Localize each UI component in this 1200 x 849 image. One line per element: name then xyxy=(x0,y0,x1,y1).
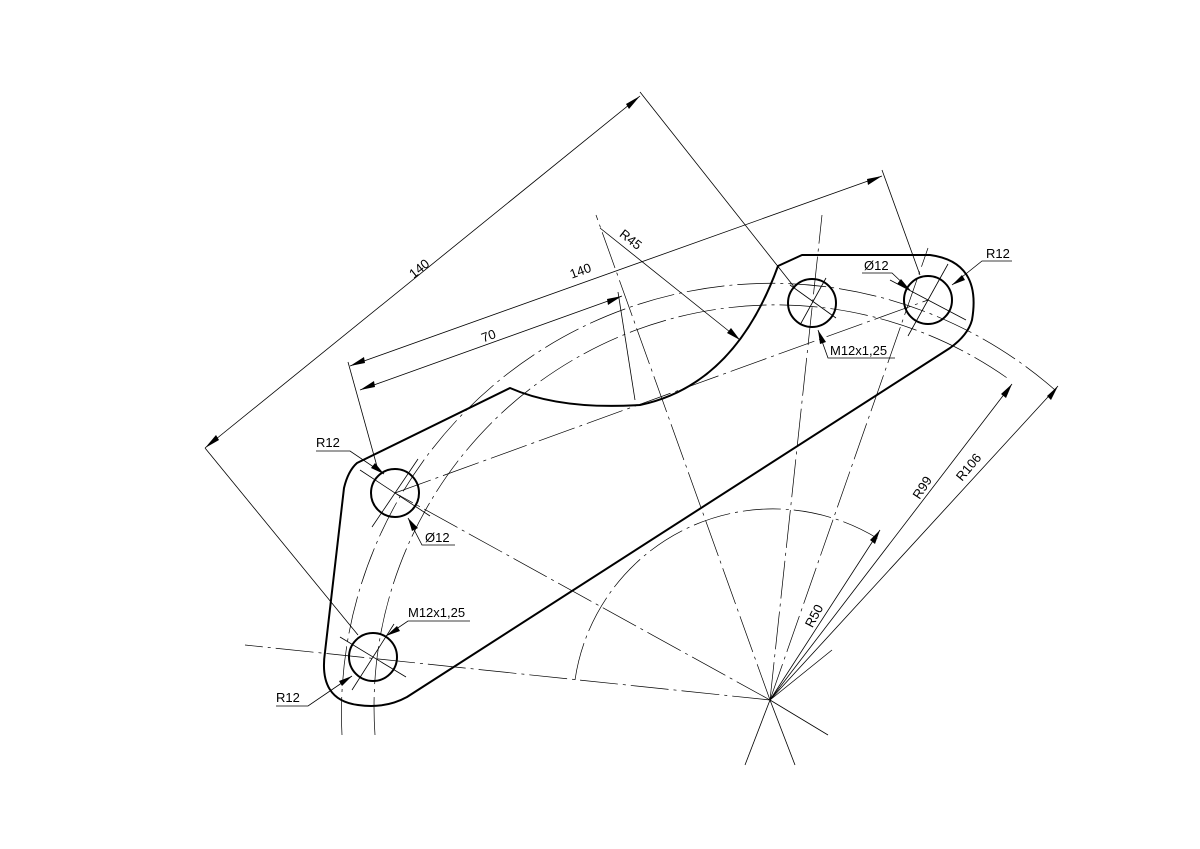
dim-70-ext-right xyxy=(617,291,636,401)
arrow xyxy=(626,96,640,109)
label-mid-arc-radius: R99 xyxy=(909,473,935,501)
arrow xyxy=(867,176,882,185)
label-half-span: 70 xyxy=(479,326,498,345)
dim-140-span-ext-right xyxy=(881,169,921,276)
dimensions xyxy=(204,91,1059,707)
part-outline xyxy=(323,254,975,707)
arrow xyxy=(339,676,352,686)
arrow xyxy=(607,296,622,305)
label-hole-span: 140 xyxy=(568,260,594,282)
label-left-corner-radius: R12 xyxy=(316,435,340,450)
label-right-hole-diameter: Ø12 xyxy=(864,258,889,273)
dim-140-span-line xyxy=(349,175,883,367)
arrow xyxy=(350,357,365,366)
arc-r99 xyxy=(373,304,1011,736)
arrow xyxy=(371,463,384,474)
dim-r50-leader xyxy=(769,529,881,701)
label-overall-length: 140 xyxy=(406,256,432,281)
arrow xyxy=(897,279,910,290)
dim-r99-leader xyxy=(769,383,1013,701)
dim-140-overall-ext-right xyxy=(639,91,796,289)
label-cutout-radius: R45 xyxy=(617,226,645,253)
pivot-ray-left xyxy=(394,492,771,701)
hole-axis xyxy=(394,299,929,494)
label-bottom-thread: M12x1,25 xyxy=(408,605,465,620)
label-inner-arc-radius: R50 xyxy=(802,602,826,630)
label-right-corner-radius: R12 xyxy=(986,246,1010,261)
right-hole-cross-b xyxy=(907,263,949,337)
top-hole-cross-b xyxy=(799,277,827,326)
dim-r106-leader xyxy=(769,385,1059,701)
pivot-ray-d xyxy=(769,649,833,701)
arrow xyxy=(870,530,880,544)
dimension-labels: 140 140 70 R45 R12 Ø12 M12x1,25 R12 Ø12 … xyxy=(276,226,1010,705)
arrow xyxy=(360,381,375,390)
dim-r12-bottom-leader xyxy=(276,675,353,707)
pivot-ray-b xyxy=(769,699,796,766)
pivot-ray-c xyxy=(769,699,829,736)
pivot-ray-a xyxy=(744,699,771,766)
label-left-hole-diameter: Ø12 xyxy=(425,530,450,545)
arc-r106 xyxy=(341,282,1056,736)
arrow xyxy=(408,518,418,531)
left-hole-cross-b xyxy=(371,458,419,528)
arrow xyxy=(1047,386,1058,400)
dim-140-overall-line xyxy=(204,95,641,449)
dim-140-span-ext-left xyxy=(347,361,379,471)
arc-r50 xyxy=(574,508,881,681)
arrow xyxy=(205,435,219,448)
dim-140-overall-ext-left xyxy=(204,447,359,636)
pivot-ray-top xyxy=(769,214,823,701)
dim-m12-bottom-leader xyxy=(385,620,470,637)
arrow xyxy=(818,330,826,344)
arrow xyxy=(727,328,740,340)
left-hole xyxy=(370,468,420,518)
arrow xyxy=(386,626,400,636)
arrow xyxy=(1001,384,1012,398)
right-hole xyxy=(903,275,953,325)
dim-70-line xyxy=(359,295,623,391)
pivot-ray-upper-right xyxy=(769,247,929,701)
arrow xyxy=(952,275,965,285)
pivot-ray-bottom-left xyxy=(244,644,771,701)
center-lines xyxy=(244,214,1056,766)
label-bottom-corner-radius: R12 xyxy=(276,690,300,705)
pivot-ray-upper-left xyxy=(595,214,771,701)
dim-r45-leader xyxy=(599,227,741,341)
label-top-thread: M12x1,25 xyxy=(830,343,887,358)
top-hole xyxy=(787,278,837,328)
bottom-hole xyxy=(348,632,398,682)
